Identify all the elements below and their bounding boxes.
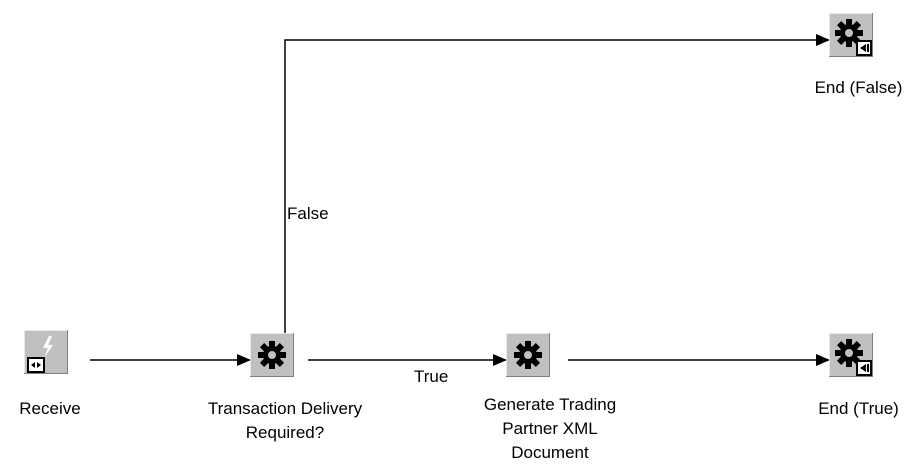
end-true-node[interactable]	[829, 333, 873, 377]
gear-end-icon	[829, 13, 873, 57]
end-false-node[interactable]	[829, 13, 873, 57]
end-true-label: End (True)	[818, 399, 899, 418]
edge-label-false: False	[287, 204, 329, 223]
transaction-delivery-label: Transaction Delivery Required?	[207, 399, 363, 442]
generate-trading-partner-node[interactable]	[506, 333, 550, 377]
gear-function-icon	[250, 333, 294, 377]
generate-trading-partner-label: Generate Trading Partner XML Document	[483, 395, 617, 462]
edge-transaction-to-end-false	[284, 34, 830, 333]
gear-end-icon	[829, 333, 873, 377]
transaction-delivery-node[interactable]	[250, 333, 294, 377]
receive-event-icon	[24, 330, 68, 374]
end-false-label: End (False)	[814, 78, 903, 97]
gear-function-icon	[506, 333, 550, 377]
receive-node[interactable]	[24, 330, 68, 374]
receive-label: Receive	[19, 399, 81, 418]
edge-label-true: True	[414, 367, 449, 386]
